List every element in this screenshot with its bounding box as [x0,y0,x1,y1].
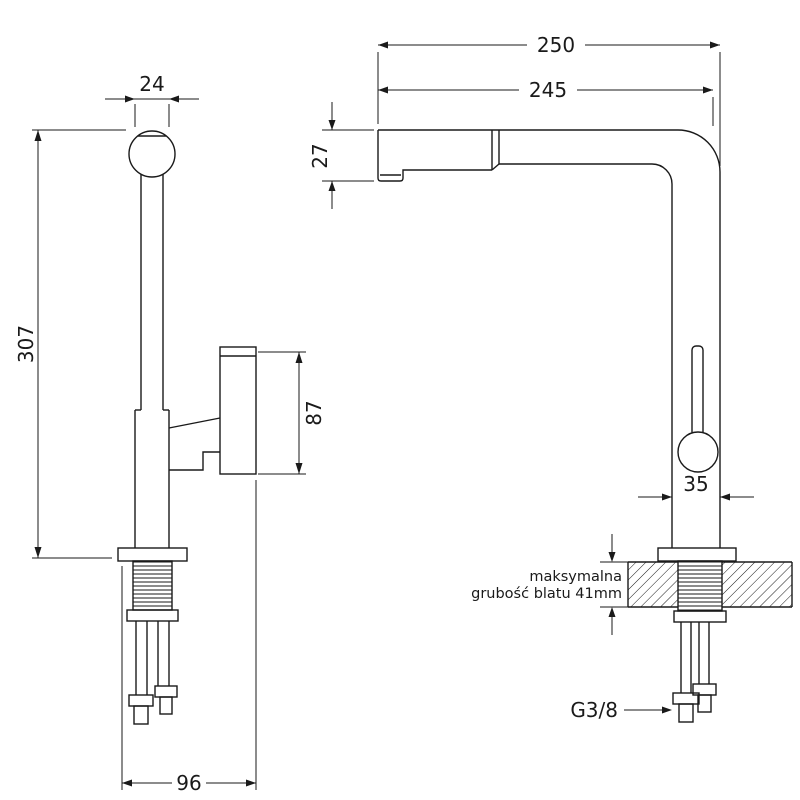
threaded-shank-side [673,560,727,623]
side-view [377,129,793,723]
arrowhead [328,181,336,191]
dimension-label-96: 96 [176,771,201,795]
pullout-spout-head [377,130,500,182]
countertop-thickness-note: maksymalna grubość blatu 41mm [471,534,628,635]
lock-nut-side [673,610,727,623]
thread-size-callout: G3/8 [570,698,672,722]
lock-nut-front [126,609,179,622]
dimension-label-307: 307 [14,325,38,363]
arrowhead [608,607,616,617]
dimension-250: 250 [377,33,721,166]
handle-side [677,345,719,473]
hose-fitting-stem [678,703,694,723]
threaded-shank-front [126,560,179,622]
supply-hoses-side [672,622,717,723]
handle-lever [691,345,704,437]
arrowhead [378,86,388,94]
dimension-label-245: 245 [529,78,567,102]
arrowhead [125,95,135,103]
faucet-inner-profile [499,163,673,548]
handle-front [168,346,257,475]
arrowhead [169,95,179,103]
dimension-label-35: 35 [683,472,708,496]
handle-knuckle [677,431,719,473]
dimension-87: 87 [258,351,326,475]
hose-fitting-stem [159,696,173,715]
dimension-label-87: 87 [302,400,326,425]
arrowhead [662,706,672,714]
hose-fitting-stem [133,705,149,725]
arrowhead [703,86,713,94]
supply-hoses-front [128,621,178,725]
spout-column-front [134,174,170,548]
countertop-note-line2: grubość blatu 41mm [471,586,622,602]
arrowhead [328,120,336,130]
arrowhead [378,41,388,49]
arrowhead [608,552,616,562]
hose-fitting-stem [697,694,712,713]
dimension-label-250: 250 [537,33,575,57]
dimension-245: 245 [378,78,714,126]
dimension-96: 96 [121,480,257,795]
front-view [117,130,257,725]
faucet-head-front [128,130,176,178]
arrowhead [720,493,730,501]
countertop-note-line1: maksymalna [529,569,622,585]
dimension-label-27: 27 [308,143,332,168]
thread-size-label: G3/8 [570,698,618,722]
dimension-27: 27 [308,102,374,209]
arrowhead [295,352,303,363]
dimension-35: 35 [638,472,754,501]
countertop-section [627,561,793,608]
arrowhead [34,547,42,558]
dimension-label-24: 24 [139,72,164,96]
arrowhead [34,130,42,141]
arrowhead [662,493,672,501]
arrowhead [295,463,303,474]
arrowhead [122,779,132,787]
dimension-24: 24 [105,72,199,127]
faucet-outer-profile [378,129,721,548]
arrowhead [246,779,256,787]
arrowhead [710,41,720,49]
dimension-307: 307 [14,129,126,559]
